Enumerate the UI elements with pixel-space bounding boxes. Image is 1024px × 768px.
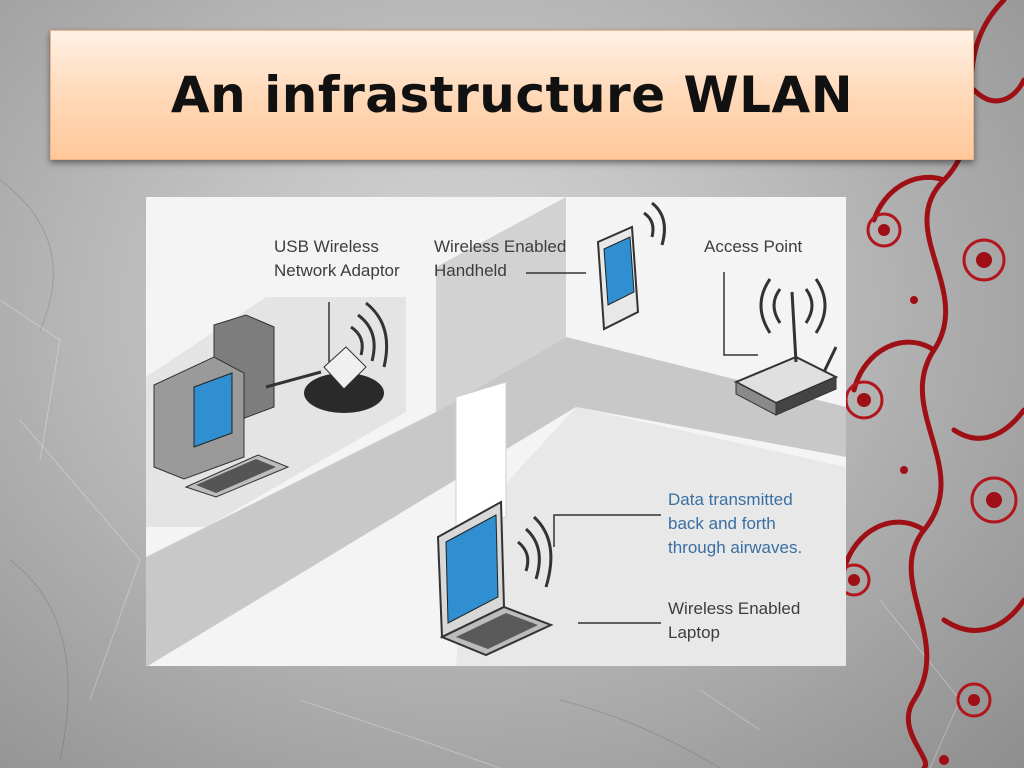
wireless-signal-icon xyxy=(643,201,666,246)
usb-adaptor-label-line: Network Adaptor xyxy=(274,261,400,280)
laptop-label-line: Wireless Enabled xyxy=(668,599,801,618)
doorway xyxy=(455,381,507,533)
diagram-illustration xyxy=(146,197,846,666)
right-room-floor xyxy=(456,407,846,666)
access-point-label-line: Access Point xyxy=(704,237,803,256)
usb-adaptor-label: USB Wireless Network Adaptor xyxy=(274,235,400,283)
usb-adaptor-label-line: USB Wireless xyxy=(274,237,379,256)
handheld-label-line: Handheld xyxy=(434,261,507,280)
handheld-label-line: Wireless Enabled xyxy=(434,237,567,256)
laptop-label: Wireless Enabled Laptop xyxy=(668,597,800,645)
floral-ornament xyxy=(837,0,1024,768)
front-wall xyxy=(146,337,846,666)
data-transmission-label: Data transmitted back and forth through … xyxy=(668,488,802,560)
wlan-diagram: USB Wireless Network Adaptor Wireless En… xyxy=(146,197,846,666)
wireless-signal-icon xyxy=(759,278,827,334)
access-point-label: Access Point xyxy=(704,235,802,259)
laptop-icon xyxy=(436,500,554,657)
title-banner: An infrastructure WLAN xyxy=(50,30,974,160)
data-transmission-label-line: through airwaves. xyxy=(668,538,803,557)
data-transmission-label-line: Data transmitted xyxy=(668,490,793,509)
wireless-signal-icon xyxy=(350,301,389,368)
access-point-icon xyxy=(733,291,839,416)
data-transmission-label-line: back and forth xyxy=(668,514,776,533)
handheld-label: Wireless Enabled Handheld xyxy=(434,235,566,283)
desktop-computer-icon xyxy=(153,314,290,498)
access-point-pointer xyxy=(723,272,758,356)
usb-adaptor-icon xyxy=(304,346,384,413)
laptop-label-line: Laptop xyxy=(668,623,720,642)
usb-cable xyxy=(265,370,322,389)
slide-title: An infrastructure WLAN xyxy=(170,66,854,124)
data-transmission-pointer xyxy=(553,514,661,547)
handheld-icon xyxy=(596,225,640,331)
wireless-signal-icon xyxy=(517,515,553,588)
back-wall xyxy=(436,197,566,412)
